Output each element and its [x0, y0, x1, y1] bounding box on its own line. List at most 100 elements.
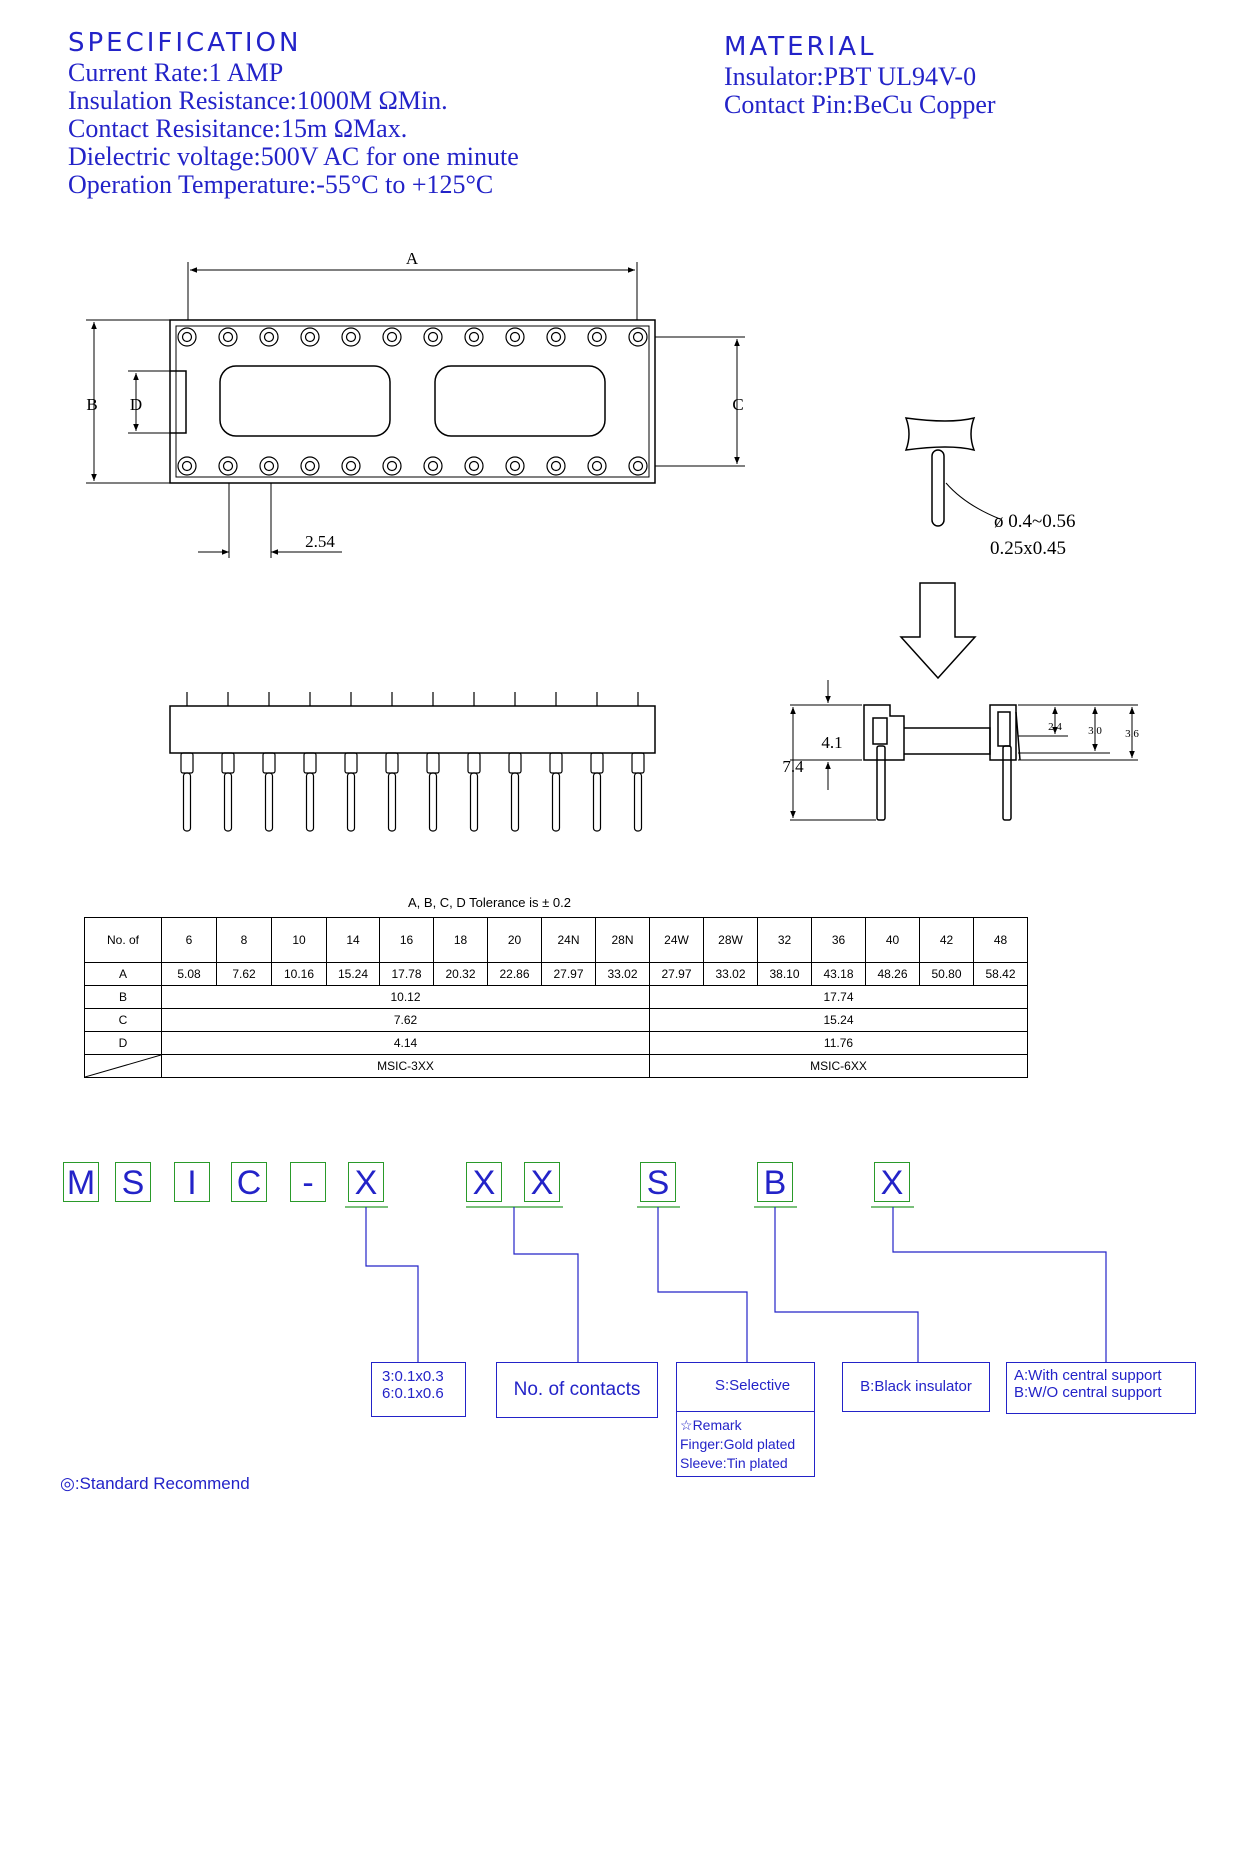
side-view-pins: [180, 692, 645, 832]
table-col: 42: [919, 917, 974, 963]
pin-hole: [341, 456, 361, 476]
label-pitch: 2.54: [305, 532, 335, 551]
pin-hole: [382, 327, 402, 347]
table-cell: 20.32: [433, 962, 488, 986]
table-col: 28W: [703, 917, 758, 963]
dimension-table: No. of 6 8 10 14 16 18 20 24N 28N 24W 28…: [84, 917, 1028, 1078]
label-h30: 3.0: [1088, 725, 1102, 737]
option-support-box: A:With central support B:W/O central sup…: [1006, 1362, 1196, 1414]
down-arrow: [899, 582, 977, 680]
table-cell: 43.18: [811, 962, 866, 986]
code-char-width: X: [348, 1162, 384, 1202]
side-pin: [344, 692, 358, 832]
table-cell: 17.74: [649, 985, 1028, 1009]
table-cell: 27.97: [649, 962, 704, 986]
row-label-a: A: [84, 962, 162, 986]
side-pin: [426, 692, 440, 832]
pin-detail: [904, 416, 1001, 527]
table-col: 6: [161, 917, 217, 963]
code-char-plating: S: [640, 1162, 676, 1202]
code-char-insulator: B: [757, 1162, 793, 1202]
table-header-row: No. of 6 8 10 14 16 18 20 24N 28N 24W 28…: [84, 917, 1028, 963]
table-cell: 58.42: [973, 962, 1028, 986]
code-char-m: M: [63, 1162, 99, 1202]
spec-insulation-resistance: Insulation Resistance:1000M ΩMin.: [68, 86, 448, 115]
option-insulator-box: B:Black insulator: [842, 1362, 990, 1412]
pin-hole: [177, 327, 197, 347]
table-cell: 15.24: [326, 962, 380, 986]
table-col: 10: [271, 917, 327, 963]
pin-hole: [218, 456, 238, 476]
code-char-c: C: [231, 1162, 267, 1202]
dim-a: [187, 262, 638, 320]
pin-hole: [423, 456, 443, 476]
pin-hole: [382, 456, 402, 476]
cross-section: [863, 704, 1021, 821]
pin-hole: [300, 327, 320, 347]
pin-hole: [546, 456, 566, 476]
side-pin: [221, 692, 235, 832]
top-pin-circles: [177, 327, 648, 476]
table-cell: 7.62: [216, 962, 272, 986]
remark-section: ☆Remark Finger:Gold plated Sleeve:Tin pl…: [677, 1411, 814, 1473]
table-cell: 33.02: [595, 962, 650, 986]
label-pin-rect: 0.25x0.45: [990, 538, 1066, 559]
pin-hole: [177, 456, 197, 476]
label-c: C: [732, 395, 743, 414]
side-view: [169, 705, 656, 754]
cross-section-dims: [790, 680, 1138, 821]
option-plating: S:Selective: [715, 1377, 791, 1394]
table-cell: 22.86: [487, 962, 542, 986]
table-row-b: B 10.12 17.74: [84, 985, 1028, 1009]
row-label-b: B: [84, 985, 162, 1009]
tolerance-note: A, B, C, D Tolerance is ± 0.2: [408, 895, 571, 910]
pin-hole: [300, 456, 320, 476]
side-pin: [262, 692, 276, 832]
table-col: 20: [487, 917, 542, 963]
specification-heading: SPECIFICATION: [68, 28, 302, 58]
spec-current-rate: Current Rate:1 AMP: [68, 58, 284, 87]
side-pin: [508, 692, 522, 832]
code-char-support: X: [874, 1162, 910, 1202]
table-cell: 4.14: [161, 1031, 650, 1055]
dim-c: [655, 336, 745, 467]
table-cell: MSIC-3XX: [161, 1054, 650, 1078]
remark-title: Remark: [692, 1417, 742, 1433]
table-cell: 17.78: [379, 962, 434, 986]
table-cell: 48.26: [865, 962, 920, 986]
pin-hole: [587, 456, 607, 476]
table-col: 18: [433, 917, 488, 963]
material-insulator: Insulator:PBT UL94V-0: [724, 62, 977, 91]
table-row-a: A 5.08 7.62 10.16 15.24 17.78 20.32 22.8…: [84, 962, 1028, 986]
pin-hole: [505, 327, 525, 347]
code-char-s: S: [115, 1162, 151, 1202]
top-view: [169, 319, 656, 484]
side-pin: [385, 692, 399, 832]
pin-hole: [259, 327, 279, 347]
table-col: 14: [326, 917, 380, 963]
table-col: 28N: [595, 917, 650, 963]
table-cell: 38.10: [757, 962, 812, 986]
label-h41: 4.1: [821, 733, 842, 752]
spec-operation-temperature: Operation Temperature:-55°C to +125°C: [68, 170, 494, 199]
pin-hole: [464, 327, 484, 347]
table-cell: 10.12: [161, 985, 650, 1009]
diagonal-cell: [84, 1054, 162, 1078]
option-insulator: B:Black insulator: [860, 1378, 972, 1395]
table-col: 48: [973, 917, 1028, 963]
table-cell: 7.62: [161, 1008, 650, 1032]
label-a: A: [406, 249, 419, 268]
part-code-leaders: [345, 1206, 1107, 1362]
label-h24: 2.4: [1048, 721, 1062, 733]
side-pin: [590, 692, 604, 832]
pin-hole: [628, 327, 648, 347]
material-heading: MATERIAL: [724, 32, 877, 62]
pin-hole: [505, 456, 525, 476]
table-cell: 5.08: [161, 962, 217, 986]
table-row-c: C 7.62 15.24: [84, 1008, 1028, 1032]
pin-hole: [423, 327, 443, 347]
label-d: D: [130, 395, 142, 414]
pin-hole: [464, 456, 484, 476]
option-plating-box: S:Selective ☆Remark Finger:Gold plated S…: [676, 1362, 815, 1477]
